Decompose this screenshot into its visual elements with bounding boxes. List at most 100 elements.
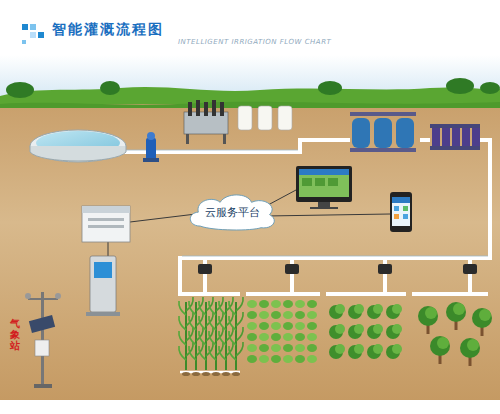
vegetable-plant bbox=[271, 333, 281, 341]
bush-plant bbox=[392, 304, 402, 314]
vegetable-plant bbox=[295, 333, 305, 341]
vegetable-plant bbox=[307, 344, 317, 352]
vegetable-plant bbox=[271, 300, 281, 308]
vegetable-plant bbox=[271, 355, 281, 363]
tree-crown bbox=[418, 306, 438, 326]
tree-crown bbox=[437, 337, 449, 349]
bush-plant bbox=[392, 344, 402, 354]
vegetable-plant bbox=[271, 322, 281, 330]
chart-title: 智能灌溉流程图 bbox=[52, 21, 164, 39]
vegetable-plant bbox=[283, 344, 293, 352]
vegetable-plant bbox=[271, 311, 281, 319]
vegetable-plant bbox=[247, 311, 257, 319]
vegetable-plant bbox=[259, 300, 269, 308]
computer-monitor bbox=[296, 166, 352, 209]
tree-crown bbox=[453, 303, 465, 315]
root-soil bbox=[192, 372, 200, 376]
vegetable-plant bbox=[283, 300, 293, 308]
vegetable-plant bbox=[295, 344, 305, 352]
corn-leaf bbox=[199, 316, 206, 330]
tree-crown bbox=[430, 336, 450, 356]
disc-filters bbox=[430, 124, 480, 150]
tree-crown bbox=[446, 302, 466, 322]
root-soil bbox=[182, 372, 190, 376]
mobile-phone bbox=[390, 192, 412, 232]
corn-leaf bbox=[209, 346, 216, 360]
vegetable-plant bbox=[307, 311, 317, 319]
bush-plant bbox=[335, 324, 345, 334]
water-reservoir bbox=[30, 130, 126, 162]
vegetable-plant bbox=[307, 333, 317, 341]
corn-leaf bbox=[229, 316, 236, 330]
corn-leaf bbox=[219, 316, 226, 330]
vegetable-plant bbox=[295, 311, 305, 319]
corn-leaf bbox=[219, 331, 226, 345]
corn-leaf bbox=[189, 301, 196, 315]
corn-leaf bbox=[236, 297, 243, 311]
vegetable-plant bbox=[247, 344, 257, 352]
root-soil bbox=[212, 372, 220, 376]
root-soil bbox=[202, 372, 210, 376]
vegetable-plant bbox=[247, 300, 257, 308]
corn-leaf bbox=[199, 346, 206, 360]
bush-plant bbox=[335, 344, 345, 354]
vegetable-plant bbox=[259, 333, 269, 341]
vegetable-plant bbox=[283, 355, 293, 363]
corn-leaf bbox=[199, 331, 206, 345]
weather-station bbox=[25, 292, 61, 388]
fertigation-unit bbox=[184, 100, 292, 144]
corn-leaf bbox=[229, 301, 236, 315]
vegetable-plant bbox=[259, 344, 269, 352]
vegetable-plant bbox=[295, 322, 305, 330]
corn-leaf bbox=[189, 331, 196, 345]
corn-leaf bbox=[199, 301, 206, 315]
corn-leaf bbox=[179, 346, 186, 360]
remote-controller bbox=[82, 206, 130, 242]
vegetable-plant bbox=[259, 322, 269, 330]
vegetable-plant bbox=[247, 333, 257, 341]
soil-ground bbox=[0, 104, 500, 400]
tree-crown bbox=[467, 339, 479, 351]
solenoid-valves bbox=[198, 264, 477, 274]
corn-leaf bbox=[236, 342, 243, 356]
corn-leaf bbox=[236, 327, 243, 341]
corn-leaf bbox=[219, 301, 226, 315]
control-kiosk bbox=[86, 256, 120, 316]
bush-plant bbox=[373, 344, 383, 354]
vegetable-plant bbox=[295, 355, 305, 363]
tree-crown bbox=[425, 307, 437, 319]
corn-leaf bbox=[229, 346, 236, 360]
tree-crown bbox=[460, 338, 480, 358]
bush-plant bbox=[354, 304, 364, 314]
corn-leaf bbox=[189, 346, 196, 360]
bush-plant bbox=[354, 344, 364, 354]
vegetable-plant bbox=[307, 322, 317, 330]
bush-plant bbox=[335, 304, 345, 314]
vegetable-plant bbox=[307, 300, 317, 308]
bush-plant bbox=[392, 324, 402, 334]
cloud-platform: 云服务平台 bbox=[185, 190, 280, 231]
vegetable-plant bbox=[283, 311, 293, 319]
root-soil bbox=[222, 372, 230, 376]
corn-leaf bbox=[209, 316, 216, 330]
vegetable-plant bbox=[271, 344, 281, 352]
vegetable-plant bbox=[247, 355, 257, 363]
vegetable-plant bbox=[283, 333, 293, 341]
vegetable-plant bbox=[259, 311, 269, 319]
water-pump bbox=[143, 132, 159, 162]
corn-leaf bbox=[236, 312, 243, 326]
root-soil bbox=[232, 372, 240, 376]
vegetable-plant bbox=[247, 322, 257, 330]
tree-crown bbox=[479, 309, 491, 321]
english-subtitle: INTELLIGENT IRRIGATION FLOW CHART bbox=[178, 38, 331, 46]
tree-crown bbox=[472, 308, 492, 328]
bush-plant bbox=[373, 324, 383, 334]
pipe-outline bbox=[118, 150, 488, 256]
corn-leaf bbox=[179, 331, 186, 345]
water-pipes bbox=[118, 140, 490, 372]
corn-leaf bbox=[219, 346, 226, 360]
vegetable-plant bbox=[295, 300, 305, 308]
bush-plant bbox=[373, 304, 383, 314]
corn-leaf bbox=[179, 301, 186, 315]
vegetable-plant bbox=[283, 322, 293, 330]
